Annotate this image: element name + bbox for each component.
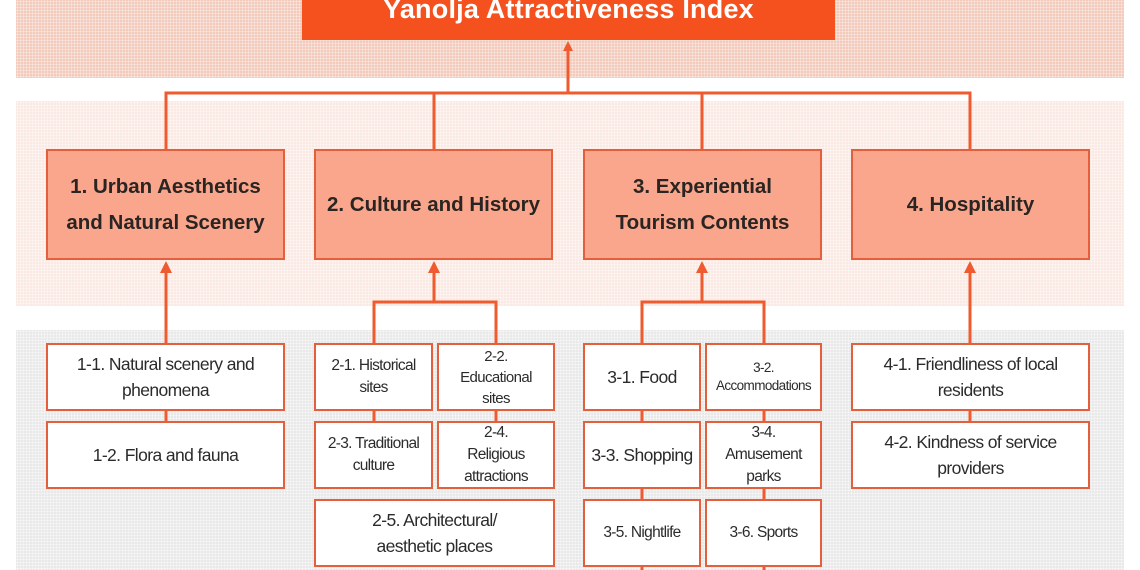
subcategory-2-2: 2-2. Educational sites (437, 343, 555, 411)
subcategory-2-1: 2-1. Historical sites (314, 343, 433, 411)
subcategory-3-1: 3-1. Food (583, 343, 701, 411)
subcategory-3-4: 3-4. Amusement parks (705, 421, 822, 489)
subcategory-3-2: 3-2. Accommodations (705, 343, 822, 411)
subcategory-2-5: 2-5. Architectural/ aesthetic places (314, 499, 555, 567)
category-experiential-tourism: 3. Experiential Tourism Contents (583, 149, 822, 260)
subcategory-1-1: 1-1. Natural scenery and phenomena (46, 343, 285, 411)
subcategory-4-1: 4-1. Friendliness of local residents (851, 343, 1090, 411)
subcategory-2-4: 2-4. Religious attractions (437, 421, 555, 489)
subcategory-3-3: 3-3. Shopping (583, 421, 701, 489)
category-culture-history: 2. Culture and History (314, 149, 553, 260)
subcategory-3-6: 3-6. Sports (705, 499, 822, 567)
category-hospitality: 4. Hospitality (851, 149, 1090, 260)
subcategory-4-2: 4-2. Kindness of service providers (851, 421, 1090, 489)
subcategory-2-3: 2-3. Traditional culture (314, 421, 433, 489)
index-title: Yanolja Attractiveness Index (302, 0, 835, 40)
subcategory-3-5: 3-5. Nightlife (583, 499, 701, 567)
subcategory-1-2: 1-2. Flora and fauna (46, 421, 285, 489)
category-urban-aesthetics: 1. Urban Aesthetics and Natural Scenery (46, 149, 285, 260)
